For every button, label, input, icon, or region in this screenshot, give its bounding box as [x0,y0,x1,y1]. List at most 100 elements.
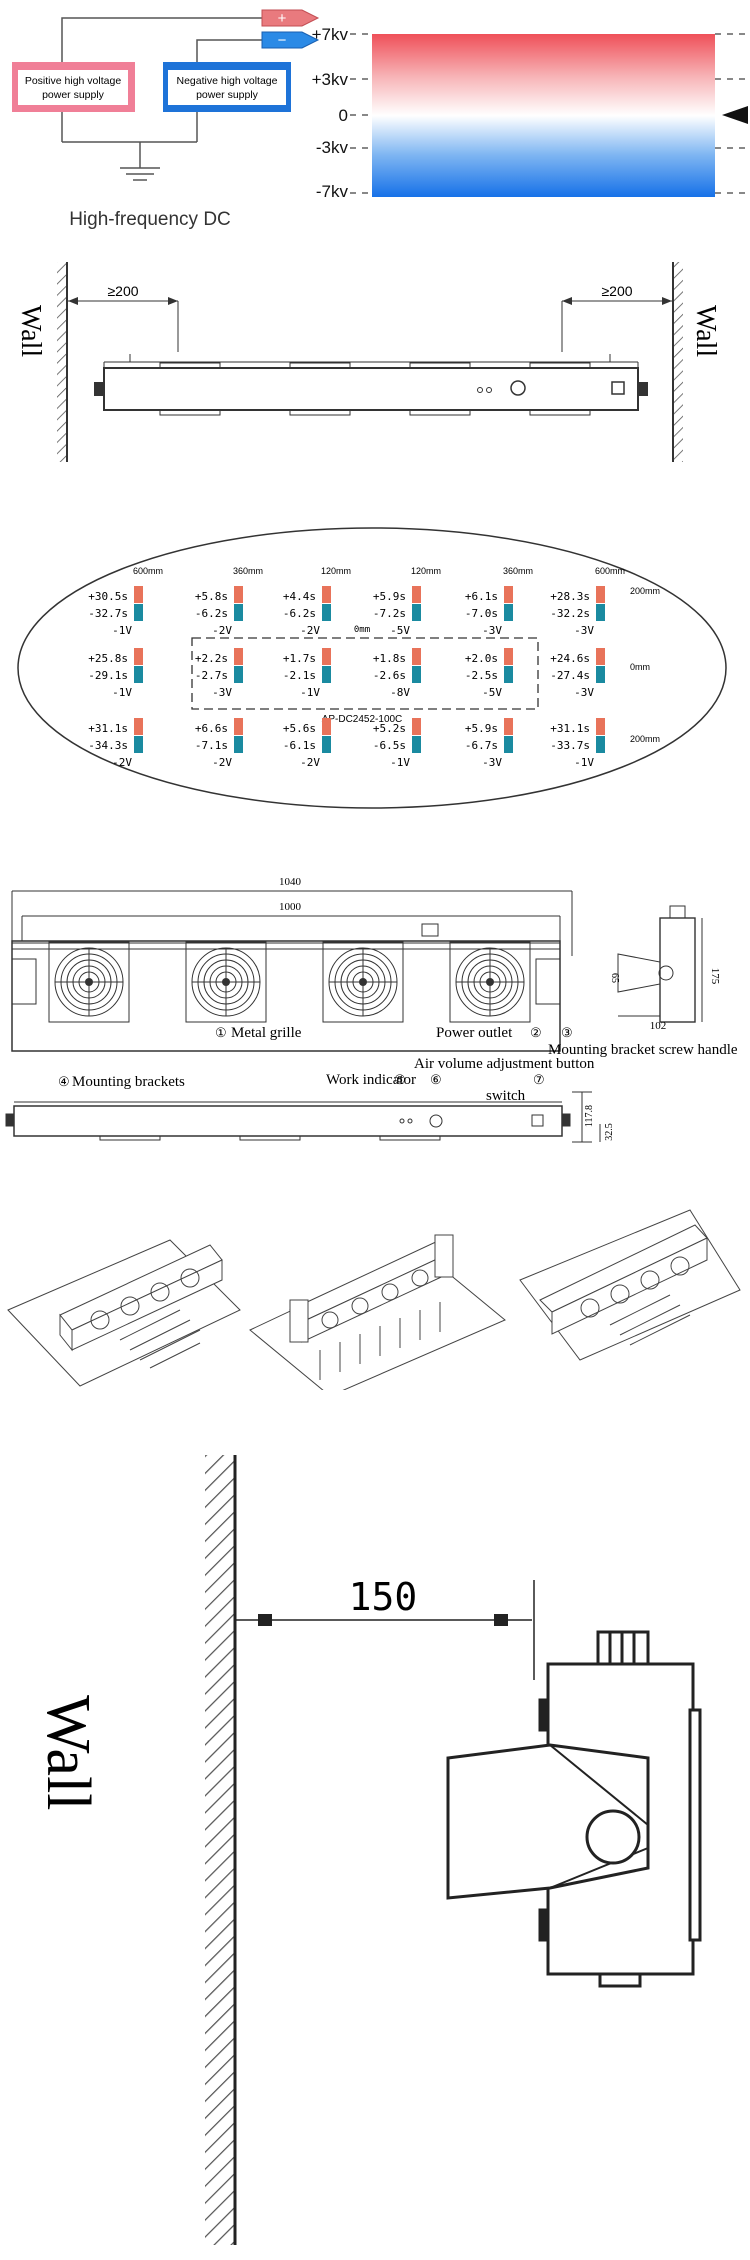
neg-decay: -32.2s [550,607,590,620]
neg-bar [234,604,243,621]
balance-voltage: -3V [574,686,594,699]
row-label: 200mm [630,734,660,744]
measurement-cell: +28.3s -32.2s -3V [550,586,605,637]
svg-text:+: + [278,10,287,27]
label-air-volume: Air volume adjustment button [414,1056,595,1072]
neg-decay: -2.5s [465,669,498,682]
positive-supply-box: Positive high voltage power supply [12,62,135,112]
pos-decay: +1.8s [373,652,406,665]
fan-icon [48,941,130,1023]
neg-decay: -32.7s [88,607,128,620]
wall-hatch [205,1455,235,2245]
side-view [617,905,703,1023]
neg-bar [412,666,421,683]
pos-bar [412,586,421,603]
callout-2: ② [530,1025,542,1040]
pos-decay: +6.6s [195,722,228,735]
neg-bar [134,736,143,753]
pos-decay: +5.9s [373,590,406,603]
pos-decay: +28.3s [550,590,590,603]
minus-terminal: − [261,31,320,49]
pos-bar [322,586,331,603]
col-header: 120mm [411,566,441,576]
install-sketch [249,1234,506,1390]
dim-side-small: 65 [609,973,620,983]
neg-decay: -7.1s [195,739,228,752]
neg-decay: -33.7s [550,739,590,752]
neg-decay: -34.3s [88,739,128,752]
dim-front-height: 117.8 [584,1105,595,1127]
neg-decay: -2.1s [283,669,316,682]
dimensions-panel: 1040 1000 ① Metal grille Power outlet [5,876,738,1143]
neg-decay: -6.1s [283,739,316,752]
neg-decay: -2.6s [373,669,406,682]
scale-label: 0 [339,106,348,125]
arrow-icon [722,106,748,124]
callout-6: ⑥ [430,1072,442,1087]
pos-decay: +2.2s [195,652,228,665]
dim-distance: 150 [349,1575,418,1619]
fan-icon [185,941,267,1023]
neg-bar [234,666,243,683]
pos-decay: +5.2s [373,722,406,735]
pos-bar [596,586,605,603]
measurement-cell: +5.9s-6.7s-3V [465,718,513,769]
wiring [61,17,262,181]
balance-voltage: -3V [482,756,502,769]
svg-text:Positive high voltage: Positive high voltage [25,75,121,87]
measurement-cell: +24.6s-27.4s-3V [550,648,605,699]
balance-voltage: -2V [212,756,232,769]
label-mounting-brackets: Mounting brackets [72,1074,185,1090]
col-header: 120mm [321,566,351,576]
neg-decay: -7.0s [465,607,498,620]
install-sketch [7,1239,241,1387]
neg-bar [412,604,421,621]
balance-voltage: -1V [300,686,320,699]
measurement-cell: +30.5s -32.7s -1V [88,586,143,637]
neg-bar [134,604,143,621]
pos-decay: +1.7s [283,652,316,665]
measurement-cell: +5.6s-6.1s-2V [283,718,331,769]
scale-label: +7kv [312,25,349,44]
pos-bar [134,586,143,603]
balance-voltage: -2V [112,756,132,769]
pos-decay: +25.8s [88,652,128,665]
pos-decay: +5.9s [465,722,498,735]
neg-bar [596,666,605,683]
balance-voltage: -5V [482,686,502,699]
row-label: 0mm [630,662,650,672]
neg-bar [596,604,605,621]
neg-bar [234,736,243,753]
neg-bar [504,736,513,753]
label-work-indicator: Work indicator [326,1072,416,1088]
dim-front-small: 32.5 [604,1123,615,1141]
measurement-cell: +5.9s-7.2s-5V [373,586,421,637]
center-label: 0mm [354,625,370,635]
pos-bar [596,648,605,665]
neg-decay: -6.2s [195,607,228,620]
balance-voltage: -1V [112,624,132,637]
dim-side-height: 175 [709,968,721,985]
neg-bar [322,666,331,683]
measurement-cell: +6.6s -7.1s -2V [195,718,243,769]
neg-bar [596,736,605,753]
ionizer-bar [94,354,648,416]
dim-side-depth: 102 [650,1020,667,1032]
pos-bar [412,648,421,665]
pos-decay: +30.5s [88,590,128,603]
neg-bar [134,666,143,683]
pos-bar [504,718,513,735]
svg-text:power supply: power supply [42,89,105,101]
fan-icon [322,941,404,1023]
callout-1: ① [215,1025,227,1040]
model-label: AP-DC2452-100C [322,714,403,725]
balance-voltage: -3V [574,624,594,637]
distance-left: ≥200 [107,283,138,299]
row-label: 200mm [630,586,660,596]
bar-outline [191,637,539,710]
balance-voltage: -3V [212,686,232,699]
front-view [5,1091,601,1143]
pos-bar [596,718,605,735]
install-sketch [519,1209,741,1361]
